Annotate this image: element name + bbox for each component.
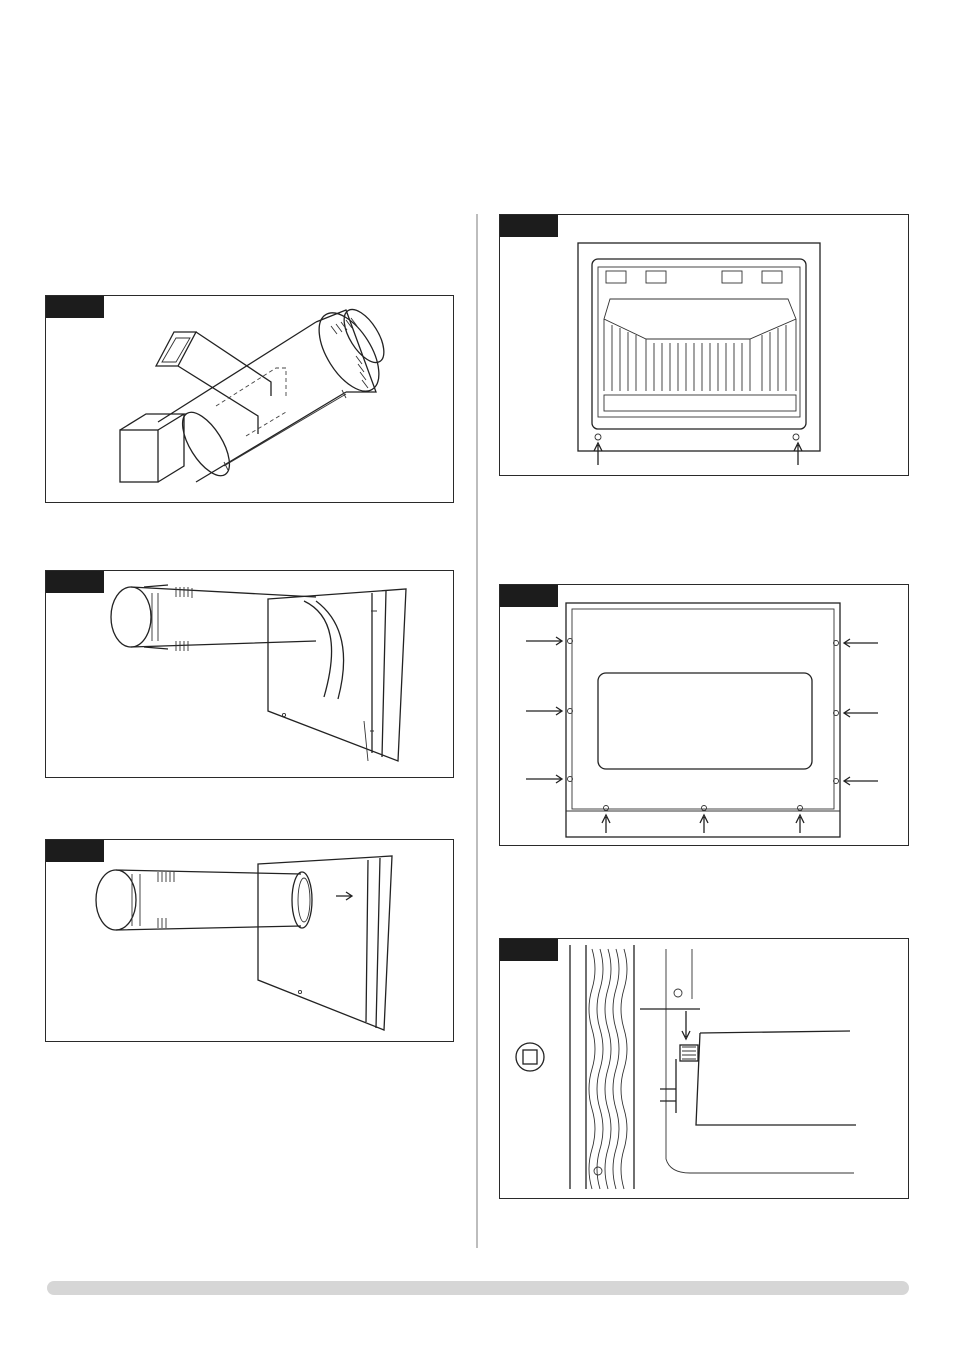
column-divider [476, 214, 478, 1248]
figure-vent-sleeve-assembly [45, 295, 454, 503]
figure-vent-pipe-with-seal [45, 839, 454, 1042]
square-in-circle-icon [516, 1043, 544, 1071]
figure-wall-section-detail [499, 938, 909, 1199]
firebox-drawing [500, 215, 908, 475]
footer-bar [47, 1281, 909, 1295]
vent-sleeve-drawing [46, 296, 453, 502]
figure-vent-pipe-on-box [45, 570, 454, 778]
wall-section-drawing [500, 939, 908, 1198]
vent-pipe-box-drawing [46, 571, 453, 777]
figure-firebox-front-view [499, 214, 909, 476]
figure-front-panel-screws [499, 584, 909, 846]
front-panel-drawing [500, 585, 908, 845]
vent-seal-drawing [46, 840, 453, 1041]
